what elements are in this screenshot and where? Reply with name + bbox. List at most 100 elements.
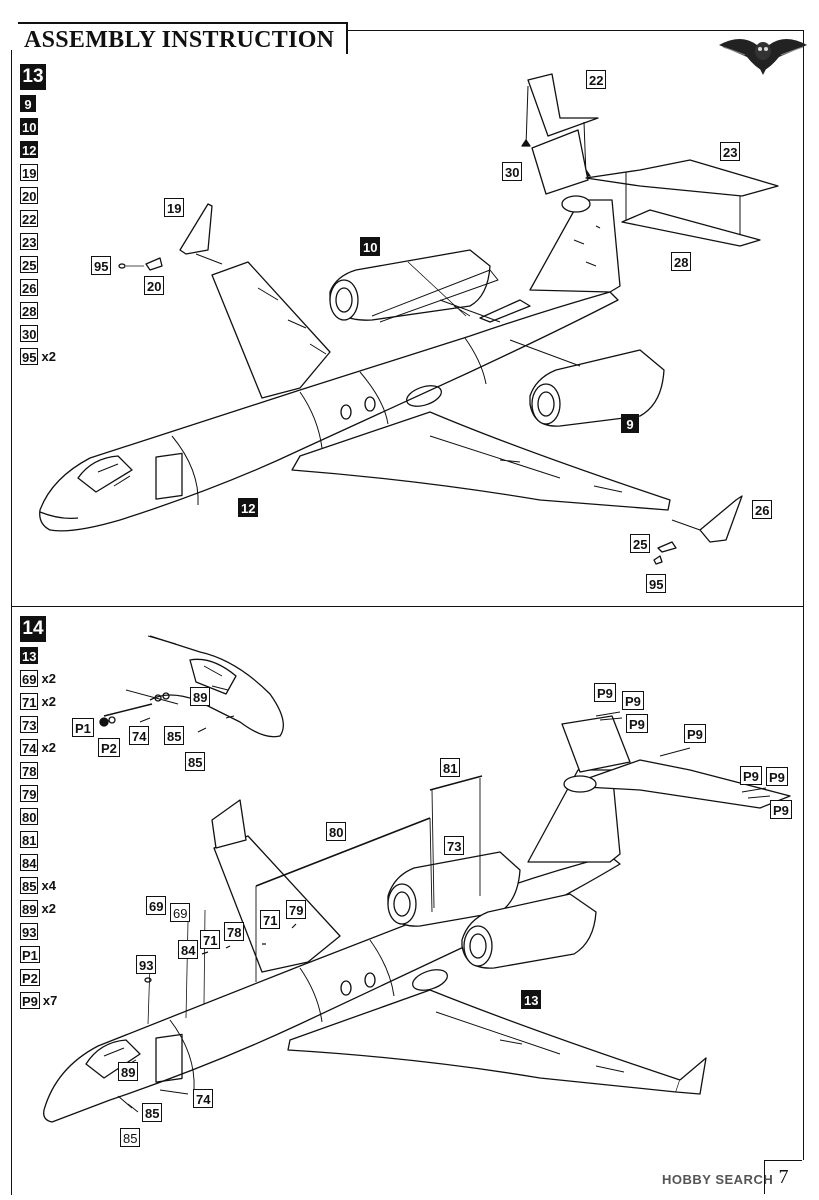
part-number-box: 93 — [20, 923, 39, 940]
callout-p9-5: P9 — [740, 766, 762, 785]
part-list-item: 81 — [20, 830, 57, 849]
part-quantity: x4 — [41, 878, 56, 893]
callout-p2: P2 — [98, 738, 120, 757]
page-border-right — [803, 30, 804, 1160]
callout-85-main-2: 85 — [120, 1128, 141, 1147]
part-list-item: 23 — [20, 232, 56, 251]
callout-p9-6: P9 — [766, 767, 788, 786]
part-number-box: 95 — [20, 348, 39, 365]
part-list-item: 13 — [20, 646, 57, 665]
callout-89-main: 89 — [118, 1062, 139, 1081]
step-divider — [11, 606, 803, 607]
part-list-item: 19 — [20, 163, 56, 182]
callout-10: 10 — [360, 237, 381, 256]
callout-80: 80 — [326, 822, 347, 841]
page-title: ASSEMBLY INSTRUCTION — [24, 27, 335, 53]
step-13-number: 13 — [20, 64, 46, 90]
part-number-box: 13 — [20, 647, 39, 664]
part-list-item: 28 — [20, 301, 56, 320]
callout-26: 26 — [752, 500, 773, 519]
part-number-box: 26 — [20, 279, 39, 296]
callout-84: 84 — [178, 940, 199, 959]
callout-69-2: 69 — [170, 903, 191, 922]
header-rule — [348, 30, 803, 31]
callout-95-left: 95 — [91, 256, 112, 275]
step-14-number: 14 — [20, 616, 46, 642]
callout-95-right: 95 — [646, 574, 667, 593]
part-number-box: 9 — [20, 95, 36, 112]
part-number-box: 69 — [20, 670, 39, 687]
callout-69-1: 69 — [146, 896, 167, 915]
callout-71-1: 71 — [200, 930, 221, 949]
part-number-box: 30 — [20, 325, 39, 342]
callout-93: 93 — [136, 955, 157, 974]
callout-p9-2: P9 — [622, 691, 644, 710]
callout-25: 25 — [630, 534, 651, 553]
part-number-box: 28 — [20, 302, 39, 319]
part-list-item: 84 — [20, 853, 57, 872]
callout-p9-4: P9 — [684, 724, 706, 743]
callout-12: 12 — [238, 498, 259, 517]
callout-89-inset: 89 — [190, 687, 211, 706]
callout-p9-1: P9 — [594, 683, 616, 702]
part-list-item: P2 — [20, 968, 57, 987]
part-list-item: 9 — [20, 94, 56, 113]
part-number-box: 71 — [20, 693, 39, 710]
part-number-box: 81 — [20, 831, 39, 848]
part-list-item: P1 — [20, 945, 57, 964]
callout-85-main-1: 85 — [142, 1103, 163, 1122]
part-number-box: 74 — [20, 739, 39, 756]
part-list-item: 78 — [20, 761, 57, 780]
part-number-box: 12 — [20, 141, 39, 158]
part-list-item: 10 — [20, 117, 56, 136]
callout-79: 79 — [286, 900, 307, 919]
part-number-box: P1 — [20, 946, 40, 963]
callout-p1: P1 — [72, 718, 94, 737]
part-list-item: 12 — [20, 140, 56, 159]
callout-85-inset-1: 85 — [164, 726, 185, 745]
part-list-item: 80 — [20, 807, 57, 826]
part-quantity: x2 — [41, 671, 56, 686]
part-list-item: 93 — [20, 922, 57, 941]
page-border-left — [11, 50, 12, 1195]
part-list-item: 79 — [20, 784, 57, 803]
part-number-box: P9 — [20, 992, 40, 1009]
callout-22: 22 — [586, 70, 607, 89]
callout-85-inset-2: 85 — [185, 752, 206, 771]
part-number-box: 10 — [20, 118, 39, 135]
part-list-item: 20 — [20, 186, 56, 205]
part-number-box: 23 — [20, 233, 39, 250]
callout-p9-3: P9 — [626, 714, 648, 733]
part-number-box: 85 — [20, 877, 39, 894]
part-quantity: x2 — [41, 740, 56, 755]
callout-19: 19 — [164, 198, 185, 217]
callout-13: 13 — [521, 990, 542, 1009]
part-number-box: 78 — [20, 762, 39, 779]
part-number-box: 73 — [20, 716, 39, 733]
page-number: 7 — [764, 1160, 802, 1194]
callout-30: 30 — [502, 162, 523, 181]
part-list-item: 26 — [20, 278, 56, 297]
callout-73: 73 — [444, 836, 465, 855]
callout-81: 81 — [440, 758, 461, 777]
part-list-item: 30 — [20, 324, 56, 343]
part-number-box: 80 — [20, 808, 39, 825]
callout-74-inset: 74 — [129, 726, 150, 745]
part-quantity: x2 — [41, 349, 56, 364]
watermark-text: HOBBY SEARCH — [662, 1172, 774, 1187]
part-number-box: 89 — [20, 900, 39, 917]
callout-28: 28 — [671, 252, 692, 271]
callout-78: 78 — [224, 922, 245, 941]
part-quantity: x2 — [41, 694, 56, 709]
page-title-box: ASSEMBLY INSTRUCTION — [18, 22, 348, 54]
callout-9: 9 — [621, 414, 639, 433]
part-number-box: 84 — [20, 854, 39, 871]
